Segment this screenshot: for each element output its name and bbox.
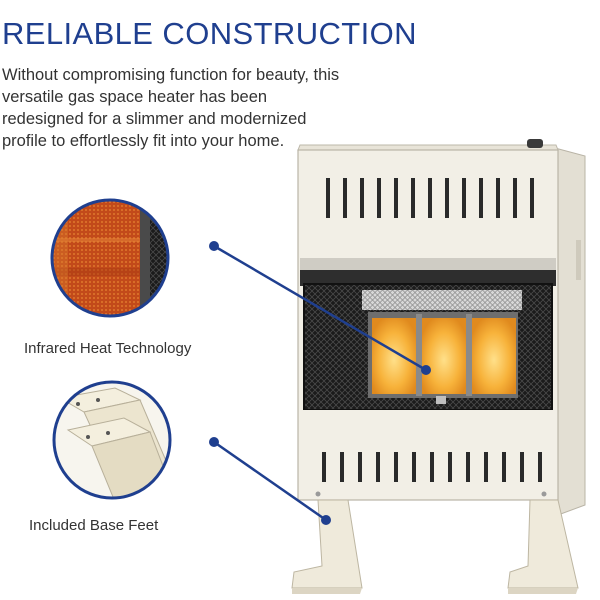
callout-label-infrared: Infrared Heat Technology — [24, 340, 192, 357]
callout-pointer-infrared — [209, 241, 431, 375]
infrared-burner-icon — [368, 312, 518, 404]
product-description: Without compromising function for beauty… — [2, 66, 340, 150]
feet-closeup-icon — [52, 380, 172, 500]
control-knob-icon — [527, 139, 543, 148]
callout-pointer-feet — [209, 437, 331, 525]
callout-label-feet: Included Base Feet — [29, 517, 159, 534]
base-feet-icon — [291, 499, 579, 594]
side-label — [576, 240, 581, 280]
space-heater — [291, 139, 586, 594]
page-title: RELIABLE CONSTRUCTION — [2, 16, 417, 51]
top-vent-icon — [326, 178, 534, 218]
callout-ring — [52, 380, 172, 500]
callout-ring — [50, 198, 170, 318]
infrared-closeup-icon — [50, 198, 170, 318]
bottom-vent-icon — [322, 452, 542, 482]
